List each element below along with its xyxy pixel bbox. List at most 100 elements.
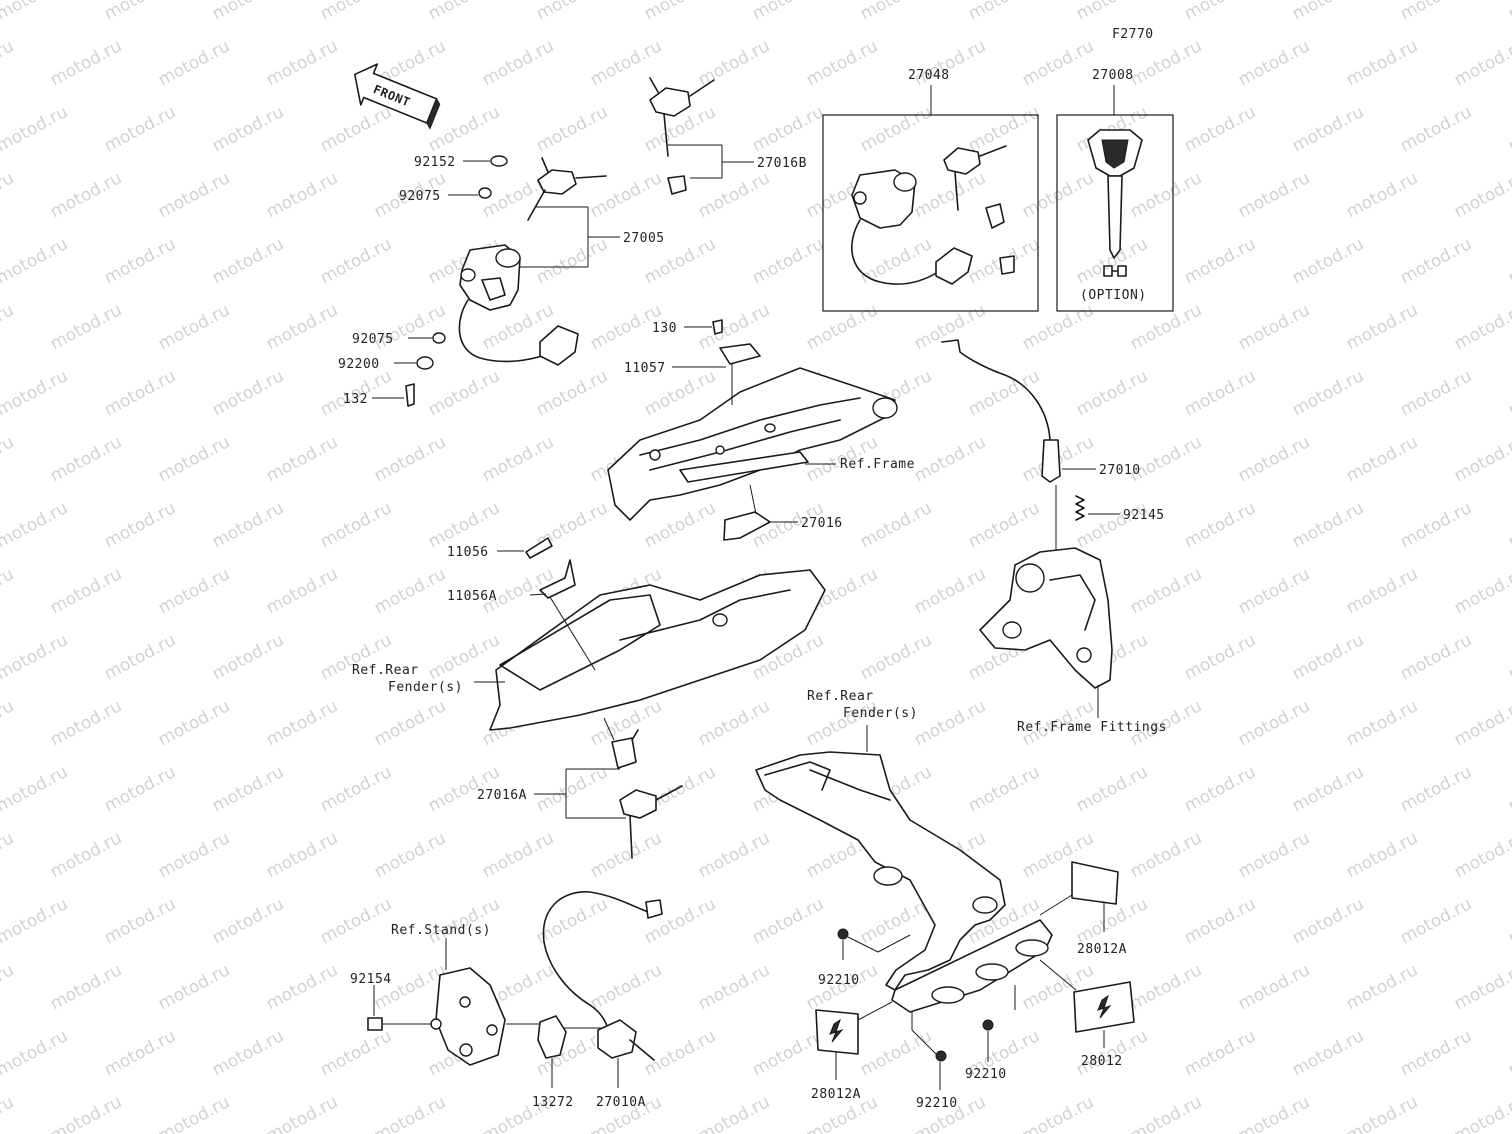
frame-section bbox=[607, 319, 898, 541]
option-key bbox=[1087, 129, 1143, 277]
ignition-switch-detail bbox=[481, 277, 506, 301]
lock-27010A bbox=[597, 1019, 637, 1059]
stand-bracket bbox=[435, 967, 506, 1066]
key-set-head bbox=[649, 87, 691, 117]
kit-box-27008 bbox=[1056, 114, 1174, 312]
label-27016: 27016 bbox=[801, 516, 843, 531]
bracket-13272 bbox=[537, 1015, 567, 1059]
lock-set-27016A bbox=[611, 729, 683, 859]
label-27016A: 27016A bbox=[477, 788, 527, 803]
frame-fittings bbox=[979, 547, 1113, 689]
label-92075-top: 92075 bbox=[399, 189, 441, 204]
bolt-92154 bbox=[367, 1017, 383, 1031]
label-ref-frame: Ref.Frame bbox=[840, 457, 915, 472]
kit-switch-hole bbox=[853, 191, 867, 205]
bolt-130 bbox=[712, 319, 723, 335]
label-ref-stands: Ref.Stand(s) bbox=[391, 923, 491, 938]
cable-27010A bbox=[542, 891, 649, 943]
cable-27010A-end bbox=[645, 899, 663, 919]
washer-92075-top bbox=[478, 187, 492, 199]
kit-key-head bbox=[943, 147, 981, 175]
leaders-fender-right bbox=[835, 725, 1105, 1090]
frame-crossbar bbox=[679, 451, 809, 483]
figure-code: F2770 bbox=[1112, 27, 1154, 42]
lock-key-blade-2 bbox=[629, 815, 633, 859]
tail-plate-bracket bbox=[891, 919, 1053, 1013]
label-11056A: 11056A bbox=[447, 589, 497, 604]
clip-11056 bbox=[525, 537, 553, 559]
label-ref-rear-fender-left-1: Ref.Rear bbox=[352, 663, 419, 678]
tail-slot-1 bbox=[931, 986, 965, 1004]
fender-right-hole bbox=[873, 866, 903, 886]
rear-fender-left bbox=[489, 537, 826, 731]
key-fob bbox=[541, 157, 549, 173]
fittings-edge bbox=[1049, 574, 1096, 631]
nut-92210-c bbox=[935, 1050, 947, 1062]
leaders-stand bbox=[373, 938, 619, 1088]
rear-fender-edge bbox=[619, 589, 791, 641]
stand-hole-4 bbox=[459, 1043, 473, 1057]
label-92152: 92152 bbox=[414, 155, 456, 170]
key-set-cylinder bbox=[667, 175, 687, 195]
kit-cylinder bbox=[985, 203, 1005, 229]
label-27010: 27010 bbox=[1099, 463, 1141, 478]
bracket-11057 bbox=[719, 343, 761, 365]
tail-slot-2 bbox=[975, 963, 1009, 981]
front-arrow: FRONT bbox=[353, 63, 441, 130]
frame-rail bbox=[607, 367, 896, 521]
label-28012A-right: 28012A bbox=[1077, 942, 1127, 957]
ignition-connector bbox=[539, 325, 579, 366]
kit-key-blade bbox=[979, 145, 1007, 157]
label-130: 130 bbox=[652, 321, 677, 336]
kit-switch-cylinder bbox=[893, 172, 917, 192]
fittings-lock bbox=[1015, 563, 1045, 593]
tail-slot-3 bbox=[1015, 939, 1049, 957]
label-92200: 92200 bbox=[338, 357, 380, 372]
fender-right-body bbox=[755, 751, 1006, 991]
lock-27010A-pin bbox=[629, 1039, 655, 1061]
stand-hole-2 bbox=[459, 996, 471, 1008]
plate-28012A-right bbox=[1071, 861, 1119, 905]
fender-right-edge bbox=[809, 769, 891, 801]
label-13272: 13272 bbox=[532, 1095, 574, 1110]
label-27048: 27048 bbox=[908, 68, 950, 83]
label-132: 132 bbox=[343, 392, 368, 407]
label-11056: 11056 bbox=[447, 545, 489, 560]
rear-fender-body bbox=[489, 569, 826, 731]
fender-right-hole-2 bbox=[972, 896, 998, 914]
reflector-28012A-mark bbox=[829, 1018, 844, 1043]
option-key-blade bbox=[1107, 175, 1123, 259]
label-ref-frame-fittings: Ref.Frame Fittings bbox=[1017, 720, 1167, 735]
rear-fender-box bbox=[499, 594, 661, 691]
leaders-ignition bbox=[372, 160, 620, 399]
kit-27048-contents bbox=[851, 145, 1015, 285]
ignition-key bbox=[527, 157, 607, 221]
label-option: (OPTION) bbox=[1080, 288, 1147, 303]
nut-92210-a bbox=[837, 928, 849, 940]
washer-92075-bottom bbox=[432, 332, 446, 344]
label-ref-rear-fender-right-2: Fender(s) bbox=[843, 706, 918, 721]
nut-92210-b bbox=[982, 1019, 994, 1031]
stand-area bbox=[367, 891, 663, 1066]
cable-end-27010 bbox=[1041, 439, 1061, 483]
leaders-27016A bbox=[534, 717, 626, 819]
key-blade-2 bbox=[527, 189, 546, 221]
label-92210-c: 92210 bbox=[916, 1096, 958, 1111]
ignition-wire bbox=[458, 299, 546, 363]
label-27008: 27008 bbox=[1092, 68, 1134, 83]
label-ref-rear-fender-left-2: Fender(s) bbox=[388, 680, 463, 695]
fittings-hole-1 bbox=[1002, 621, 1022, 639]
label-92075-bottom: 92075 bbox=[352, 332, 394, 347]
label-28012A-left: 28012A bbox=[811, 1087, 861, 1102]
kit-connector bbox=[935, 247, 973, 285]
watermark-text: motod.ru bbox=[1505, 0, 1512, 24]
label-92210-b: 92210 bbox=[965, 1067, 1007, 1082]
option-key-symbol bbox=[1103, 265, 1127, 277]
rear-fender-hole bbox=[712, 613, 728, 627]
frame-hole-3 bbox=[715, 445, 725, 455]
ignition-switch-assembly bbox=[405, 155, 607, 407]
spring-92145 bbox=[1075, 495, 1085, 521]
frame-hole-2 bbox=[764, 423, 776, 433]
label-92154: 92154 bbox=[350, 972, 392, 987]
